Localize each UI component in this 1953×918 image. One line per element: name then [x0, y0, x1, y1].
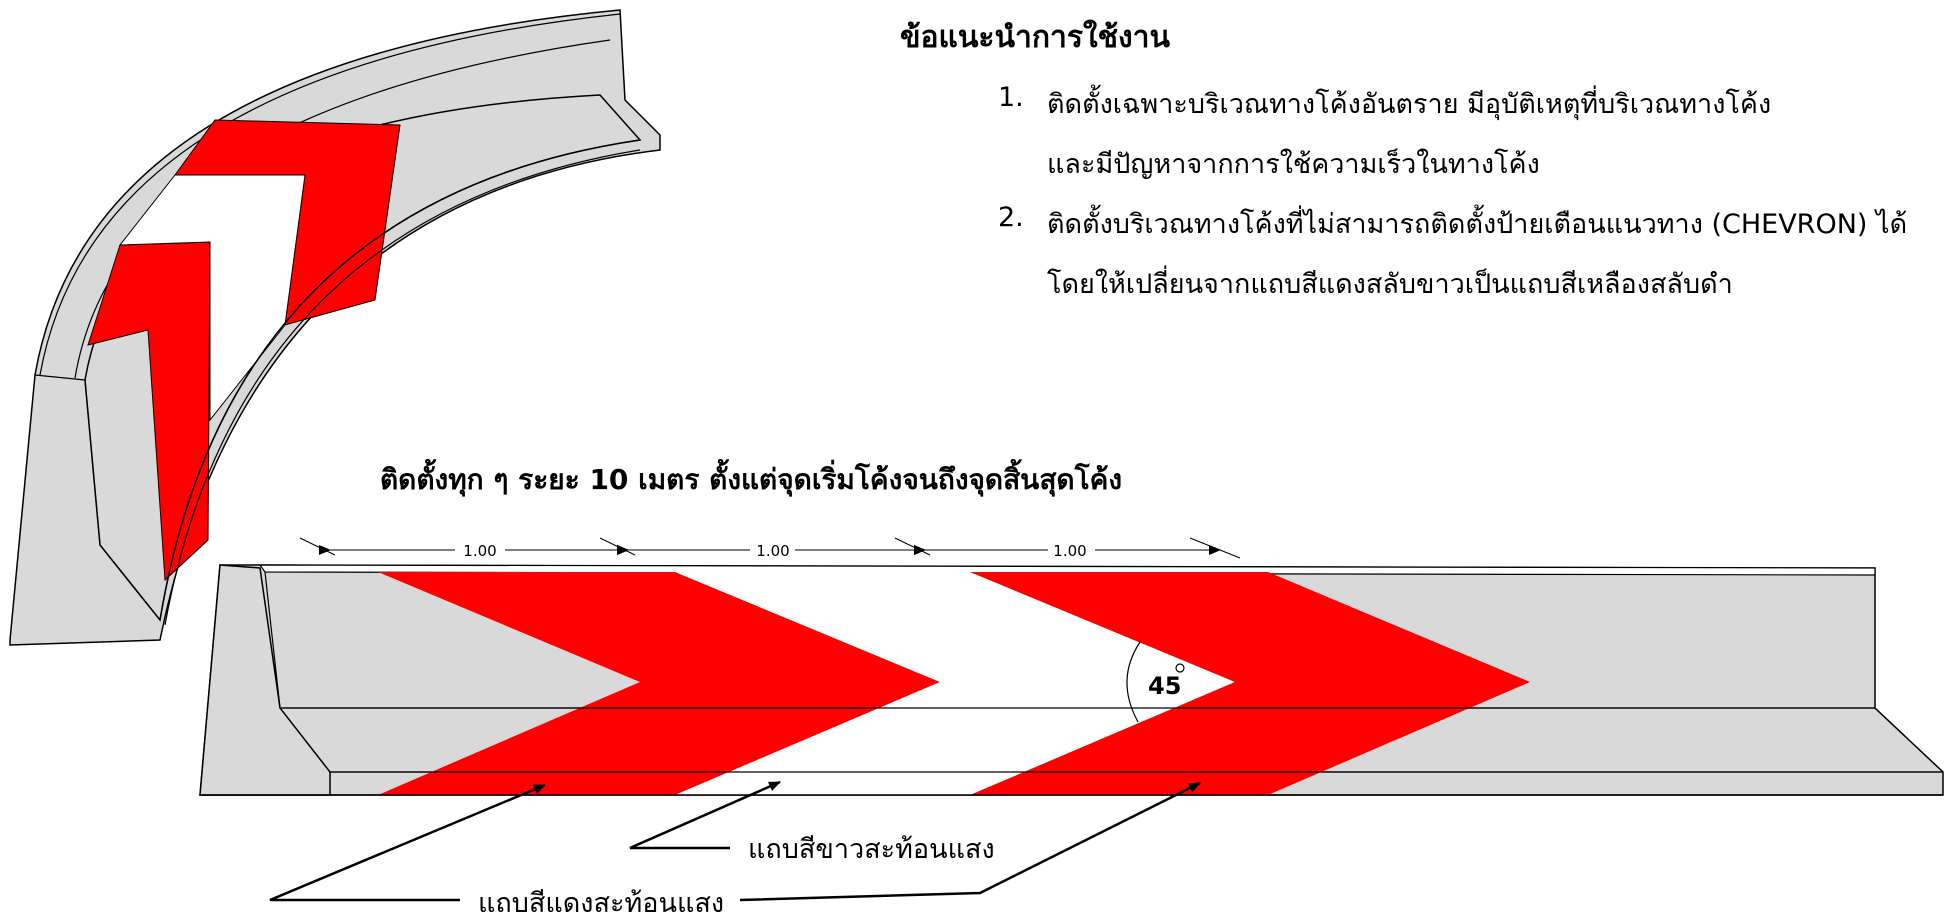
instruction-1-line-2: และมีปัญหาจากการใช้ความเร็วในทางโค้ง	[1047, 149, 1540, 180]
leader-arrows	[269, 780, 1201, 902]
red-stripe-label: แถบสีแดงสะท้อนแสง	[478, 888, 724, 918]
angle-label: 45	[1148, 672, 1181, 700]
angle-arc	[1126, 641, 1141, 723]
curved-white-stripe	[118, 174, 306, 422]
red-stripe-1	[378, 572, 940, 795]
spacing-note: ติดตั้งทุก ๆ ระยะ 10 เมตร ตั้งแต่จุดเริ่…	[380, 463, 1123, 496]
instruction-2-number: 2.	[998, 202, 1024, 233]
dimension-label-3: 1.00	[1053, 542, 1086, 560]
instruction-2-line-2: โดยให้เปลี่ยนจากแถบสีแดงสลับขาวเป็นแถบสี…	[1047, 269, 1733, 300]
white-stripe	[675, 572, 1235, 795]
straight-barrier	[199, 564, 1944, 796]
curved-barrier	[9, 9, 661, 646]
instructions-title: ข้อแนะนำการใช้งาน	[900, 20, 1170, 55]
red-stripe-2	[970, 572, 1530, 795]
dimension-label-1: 1.00	[463, 542, 496, 560]
dimension-lines: 1.00 1.00 1.00	[299, 537, 1241, 560]
dimension-label-2: 1.00	[756, 542, 789, 560]
instruction-1-line-1: ติดตั้งเฉพาะบริเวณทางโค้งอันตราย มีอุบัต…	[1047, 89, 1772, 120]
white-stripe-label: แถบสีขาวสะท้อนแสง	[748, 834, 995, 865]
instruction-2-line-1: ติดตั้งบริเวณทางโค้งที่ไม่สามารถติดตั้งป…	[1047, 209, 1908, 240]
instruction-1-number: 1.	[998, 82, 1024, 113]
